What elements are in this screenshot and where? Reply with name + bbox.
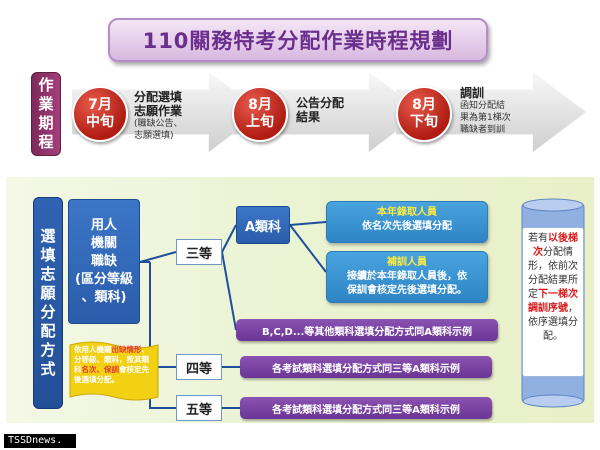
category-a-box: A類科 <box>236 206 290 244</box>
phase-text: 分配選填 志願作業 (職缺公告、 志願選填) <box>134 90 224 142</box>
note-scroll: 若有以後梯次分配情形，依前次分配結果所定下一梯次調訓序號，依序選填分配。 <box>520 197 586 409</box>
phase-sub-line: 職缺者到訓 <box>460 125 506 135</box>
bar-grade-4: 各考試類科選填分配方式同三等A類科示例 <box>240 356 492 378</box>
phase-month: 8月 <box>412 97 436 113</box>
grade-box-4: 四等 <box>176 354 222 380</box>
connector <box>289 221 327 226</box>
phase-period: 上旬 <box>246 114 274 130</box>
flag-part: 會核定先後選填分配。 <box>74 365 149 384</box>
note-part: ，依序選填分配。 <box>528 303 578 342</box>
flag-shape <box>69 341 159 401</box>
choice-label-char: 方 <box>40 341 56 359</box>
phase-sub-line: 志願選填) <box>134 131 174 141</box>
grade-box-5: 五等 <box>176 395 222 421</box>
phase-date-circle: 8月 上旬 <box>232 86 288 142</box>
vacancy-line: 、類科) <box>81 289 127 305</box>
rank-box-retrain: 補訓人員 接續於本年錄取人員後，依 保訓會核定先後選填分配。 <box>326 251 488 303</box>
flag-part-highlight: 出缺情形 <box>111 345 142 354</box>
vacancy-line: 職缺 <box>90 253 117 269</box>
phase-main-line: 結果 <box>296 110 321 124</box>
flag-part-highlight: 名次、保訓 <box>81 365 120 374</box>
connector <box>149 262 176 409</box>
phase-period: 下旬 <box>410 114 438 130</box>
bar-other-categories: B,C,D...等其他類科選填分配方式同A類科示例 <box>236 319 498 341</box>
phase-month: 7月 <box>88 97 112 113</box>
bar-grade-5: 各考試類科選填分配方式同三等A類科示例 <box>240 397 492 419</box>
note-flag: 依用人機關出缺情形、分等級、類科，按其類科名次、保訓會核定先後選填分配。 <box>68 339 160 407</box>
schedule-label-char: 業 <box>38 95 54 113</box>
rank-head: 本年錄取人員 <box>377 207 437 218</box>
flag-part: 依用人機關 <box>74 345 112 354</box>
note-part: 分配情形，依前次分配結果所定 <box>528 247 578 300</box>
schedule-label: 作 業 期 程 <box>31 72 61 156</box>
page-title: 110關務特考分配作業時程規劃 <box>108 18 488 62</box>
choice-label-char: 志 <box>40 265 56 283</box>
vacancy-box: 用人 機關 職缺 (區分等級 、類科) <box>68 199 140 324</box>
phase-main-line: 志願作業 <box>134 104 183 118</box>
note-part: 若有 <box>528 233 548 244</box>
connector <box>221 224 237 253</box>
choice-label-char: 式 <box>40 360 56 378</box>
flag-text: 依用人機關出缺情形、分等級、類科，按其類科名次、保訓會核定先後選填分配。 <box>74 345 156 385</box>
phase-date-circle: 7月 中旬 <box>72 86 128 142</box>
phase-text: 公告分配 結果 <box>296 96 376 124</box>
vacancy-line: (區分等級 <box>75 271 133 287</box>
flag-part: 、分等級、類科，按其類科 <box>74 345 149 374</box>
connector <box>289 224 327 273</box>
connector <box>139 251 177 263</box>
phase-sub-line: (職缺公告、 <box>134 119 183 129</box>
vacancy-line: 機關 <box>90 235 117 251</box>
choice-label-char: 配 <box>40 322 56 340</box>
phase-sub-line: 果為第1梯次 <box>460 113 511 123</box>
schedule-label-char: 程 <box>38 133 54 151</box>
connector <box>221 251 237 331</box>
phase-sub-line: 函知分配結 <box>460 101 506 111</box>
schedule-label-char: 作 <box>38 76 54 94</box>
note-part-highlight: 下一梯次調訓序號 <box>528 289 578 314</box>
note-part-highlight: 以後梯次 <box>533 233 578 258</box>
note-text: 若有以後梯次分配情形，依前次分配結果所定下一梯次調訓序號，依序選填分配。 <box>522 227 584 377</box>
rank-head: 補訓人員 <box>387 257 427 268</box>
choice-label-char: 分 <box>40 303 56 321</box>
rank-box-new: 本年錄取人員 依名次先後選填分配 <box>326 201 488 243</box>
choice-label-char: 願 <box>40 284 56 302</box>
choice-label-char: 選 <box>40 227 56 245</box>
rank-body: 依名次先後選填分配 <box>362 221 452 232</box>
vacancy-line: 用人 <box>90 217 117 233</box>
phase-main-line: 公告分配 <box>296 96 345 110</box>
rank-body: 保訓會核定先後選填分配。 <box>347 285 467 296</box>
choice-label-char: 填 <box>40 246 56 264</box>
phase-month: 8月 <box>248 97 272 113</box>
phase-main-line: 調訓 <box>460 86 485 100</box>
grade-box-3: 三等 <box>176 239 222 265</box>
phase-main-line: 分配選填 <box>134 90 183 104</box>
schedule-label-char: 期 <box>38 114 54 132</box>
phase-period: 中旬 <box>86 114 114 130</box>
watermark: TSSDnews. <box>4 434 76 448</box>
phase-text: 調訓 函知分配結 果為第1梯次 職缺者到訓 <box>460 86 530 136</box>
phase-date-circle: 8月 下旬 <box>396 86 452 142</box>
rank-body: 接續於本年錄取人員後，依 <box>347 271 467 282</box>
choice-label: 選 填 志 願 分 配 方 式 <box>33 197 63 409</box>
